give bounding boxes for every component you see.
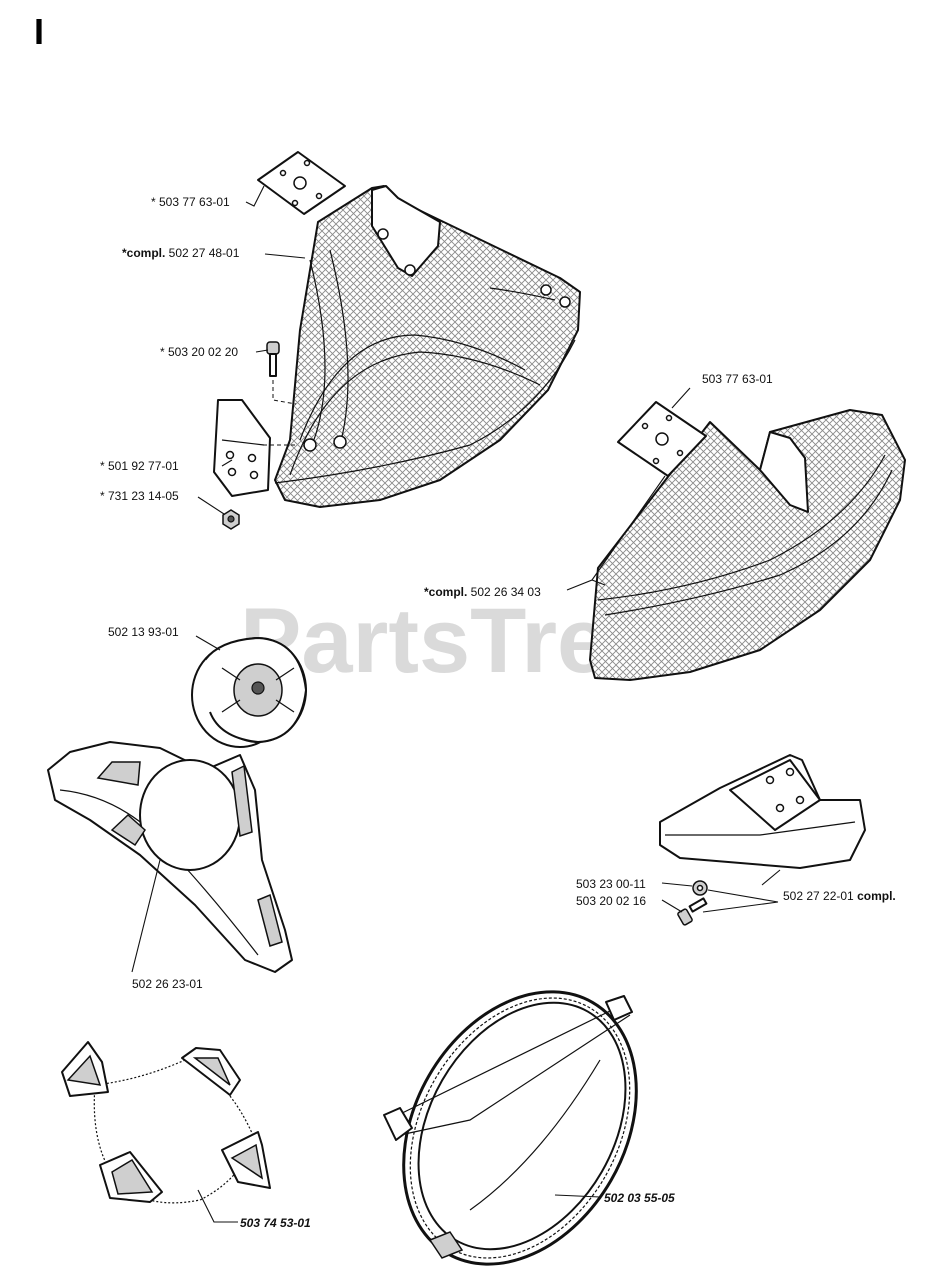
harness-502-03-55-05 (383, 990, 638, 1266)
hub-502-13-93-01 (191, 637, 307, 748)
label-502-27-22-01: 502 27 22-01 compl. (783, 889, 896, 903)
label-503-74-53-01: 503 74 53-01 (240, 1216, 311, 1230)
label-503-77-63-01-a: * 503 77 63-01 (151, 195, 230, 209)
label-503-23-00-11: 503 23 00-11 (576, 877, 646, 891)
section-letter: I (34, 11, 44, 52)
bracket-502-26-23-01 (47, 741, 293, 973)
label-502-13-93-01: 502 13 93-01 (108, 625, 179, 639)
label-503-77-63-01-b: 503 77 63-01 (702, 372, 773, 386)
blade-set-503-74-53-01 (61, 1041, 271, 1204)
label-502-26-34-03: *compl. 502 26 34 03 (424, 585, 541, 599)
label-731-23-14-05: * 731 23 14-05 (100, 489, 179, 503)
label-502-27-48-01: *compl. 502 27 48-01 (122, 246, 240, 260)
label-502-03-55-05: 502 03 55-05 (604, 1191, 675, 1205)
guard-502-26-34-03 (589, 401, 906, 681)
guard-502-27-22-01 (659, 754, 866, 926)
label-503-20-02-16: 503 20 02 16 (576, 894, 646, 908)
guard-502-27-48-01 (213, 151, 581, 530)
label-501-92-77-01: * 501 92 77-01 (100, 459, 179, 473)
label-503-20-02-20: * 503 20 02 20 (160, 345, 238, 359)
label-502-26-23-01: 502 26 23-01 (132, 977, 203, 991)
